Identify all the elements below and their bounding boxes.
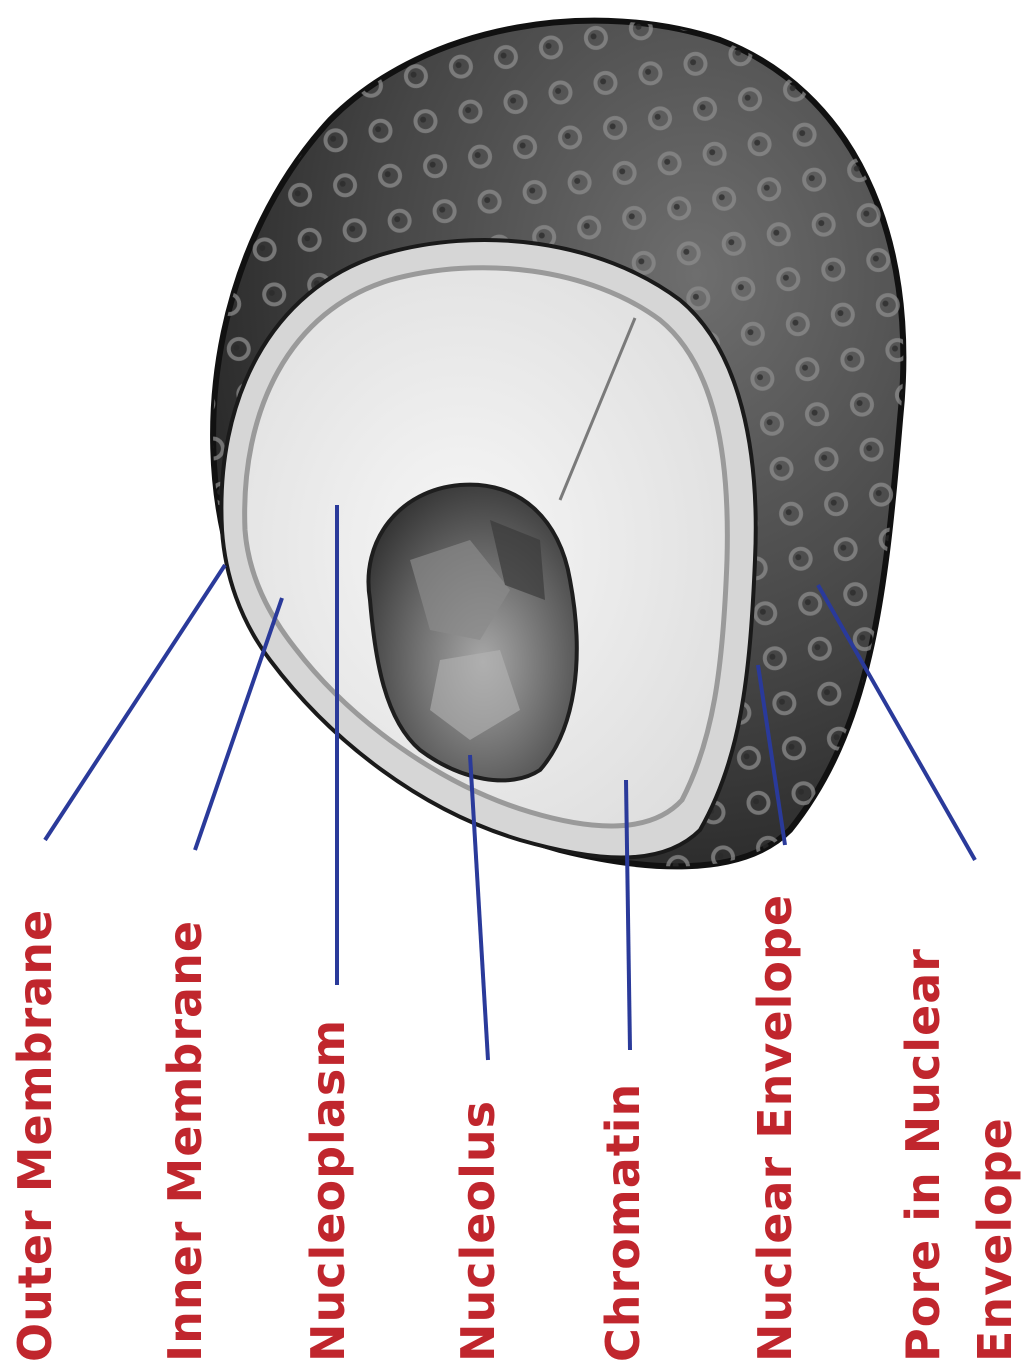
label-outer-membrane: Outer Membrane (12, 909, 58, 1362)
label-pore-line2: Envelope (972, 1117, 1018, 1362)
leader-line-inner-membrane (195, 598, 282, 850)
label-nucleoplasm: Nucleoplasm (305, 1019, 351, 1362)
leader-line-outer-membrane (45, 565, 225, 840)
label-chromatin: Chromatin (600, 1083, 646, 1362)
label-inner-membrane: Inner Membrane (162, 920, 208, 1362)
label-pore-line1: Pore in Nuclear (900, 948, 946, 1362)
label-nucleolus: Nucleolus (455, 1100, 501, 1362)
label-nuclear-envelope: Nuclear Envelope (752, 894, 798, 1362)
